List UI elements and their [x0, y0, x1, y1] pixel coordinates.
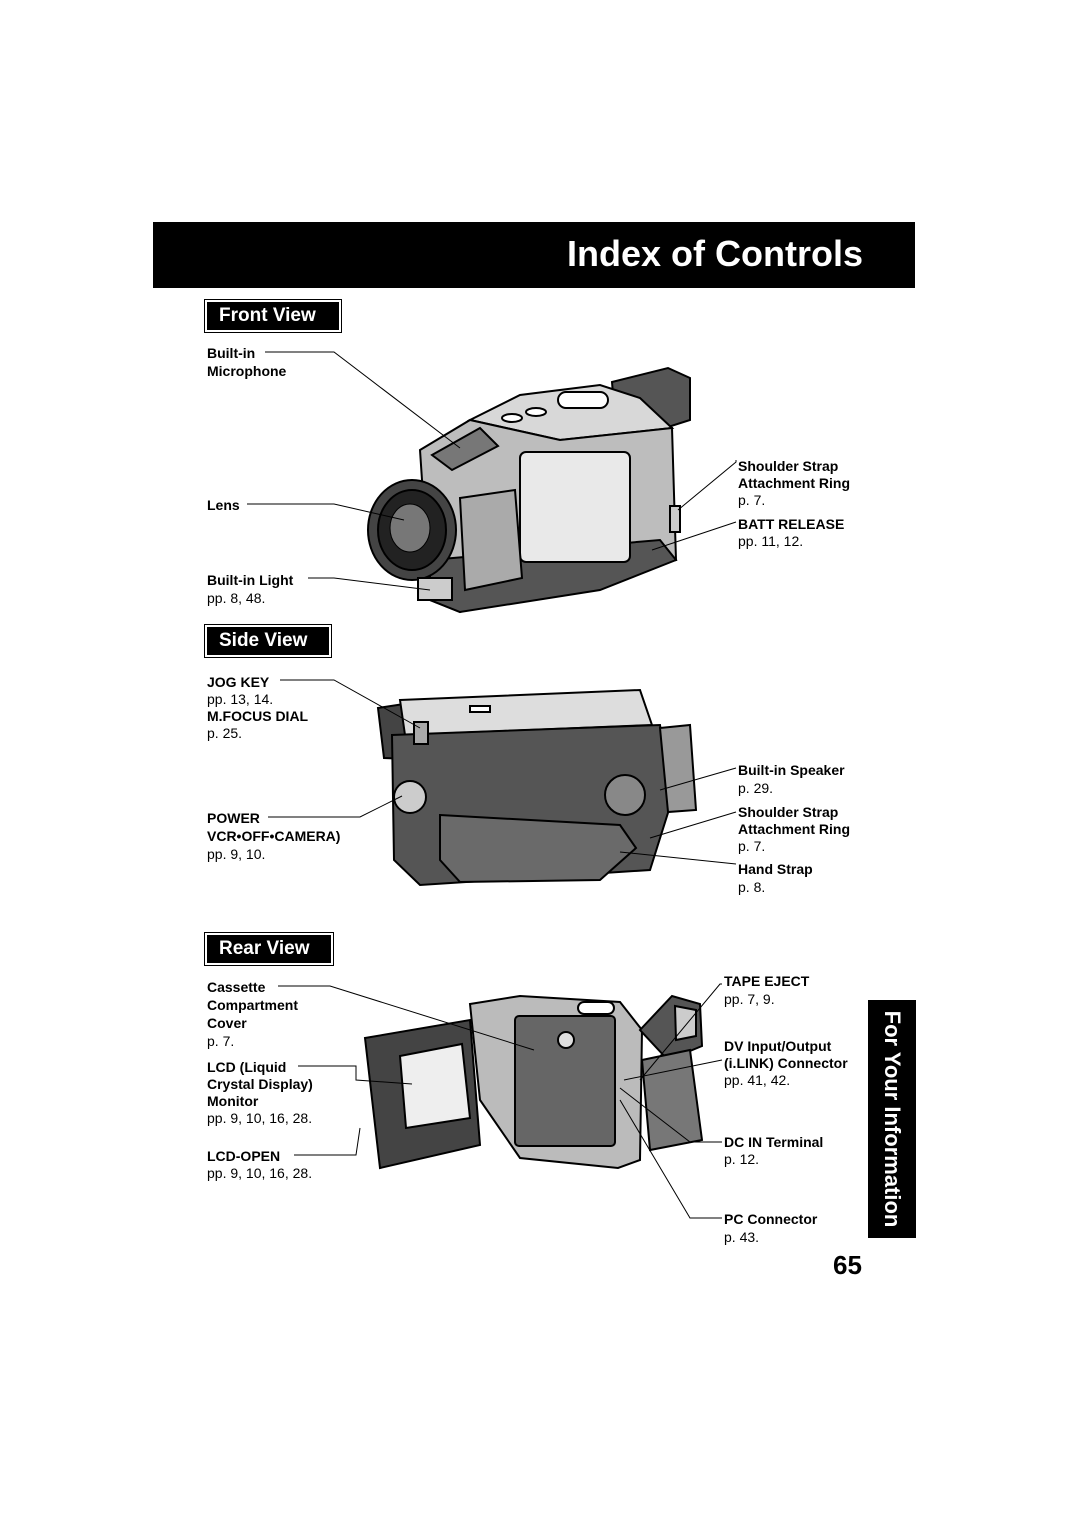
label-side-shoulder-strap-2: Attachment Ring	[738, 821, 850, 837]
side-leader-lines	[268, 679, 737, 865]
label-lcd-2: Crystal Display)	[207, 1076, 313, 1092]
label-tape-eject-pages: pp. 7, 9.	[724, 991, 775, 1007]
label-builtin-mic: Built-in	[207, 345, 256, 361]
label-dv-io: DV Input/Output	[724, 1038, 832, 1054]
section-front-view: Front View	[204, 299, 342, 333]
label-builtin-speaker-pages: p. 29.	[738, 780, 774, 796]
side-tab: For Your Information	[868, 1000, 916, 1238]
page-title: Index of Controls	[567, 233, 863, 274]
label-jog-key: JOG KEY	[207, 674, 270, 690]
label-lens: Lens	[207, 497, 240, 513]
label-pc-connector: PC Connector	[724, 1211, 818, 1227]
label-lcd-3: Monitor	[207, 1093, 259, 1109]
label-cassette: Cassette	[207, 979, 266, 995]
label-mfocus-dial-pages: p. 25.	[207, 725, 243, 741]
label-mfocus-dial: M.FOCUS DIAL	[207, 708, 309, 724]
label-lcd-pages: pp. 9, 10, 16, 28.	[207, 1110, 313, 1126]
label-builtin-light-pages: pp. 8, 48.	[207, 590, 266, 606]
label-hand-strap: Hand Strap	[738, 861, 813, 877]
front-camera-illustration	[367, 366, 691, 614]
label-lcd: LCD (Liquid	[207, 1059, 287, 1075]
front-leader-lines	[247, 351, 737, 591]
label-jog-key-pages: pp. 13, 14.	[207, 691, 274, 707]
label-builtin-speaker: Built-in Speaker	[738, 762, 845, 778]
label-cassette-3: Cover	[207, 1015, 247, 1031]
label-cassette-pages: p. 7.	[207, 1033, 235, 1049]
label-dv-io-pages: pp. 41, 42.	[724, 1072, 791, 1088]
label-hand-strap-pages: p. 8.	[738, 879, 766, 895]
rear-camera-illustration	[363, 994, 704, 1170]
label-dc-in: DC IN Terminal	[724, 1134, 824, 1150]
label-power: POWER	[207, 810, 260, 826]
section-side-view: Side View	[204, 624, 332, 658]
label-side-shoulder-strap: Shoulder Strap	[738, 804, 839, 820]
label-side-shoulder-strap-pages: p. 7.	[738, 838, 766, 854]
label-lcd-open-pages: pp. 9, 10, 16, 28.	[207, 1165, 313, 1181]
label-builtin-light: Built-in Light	[207, 572, 294, 588]
page-number: 65	[833, 1250, 862, 1280]
label-dv-io-2: (i.LINK) Connector	[724, 1055, 848, 1071]
label-builtin-mic-2: Microphone	[207, 363, 287, 379]
label-power-pages: pp. 9, 10.	[207, 846, 266, 862]
side-camera-illustration	[376, 688, 698, 887]
label-cassette-2: Compartment	[207, 997, 299, 1013]
section-rear-view: Rear View	[204, 932, 334, 966]
rear-leader-lines	[278, 983, 723, 1219]
label-shoulder-strap-2: Attachment Ring	[738, 475, 850, 491]
label-dc-in-pages: p. 12.	[724, 1151, 760, 1167]
label-batt-release: BATT RELEASE	[738, 516, 845, 532]
label-shoulder-strap: Shoulder Strap	[738, 458, 839, 474]
label-lcd-open: LCD-OPEN	[207, 1148, 281, 1164]
label-batt-release-pages: pp. 11, 12.	[738, 533, 804, 549]
label-shoulder-strap-pages: p. 7.	[738, 492, 766, 508]
label-pc-connector-pages: p. 43.	[724, 1229, 760, 1245]
label-tape-eject: TAPE EJECT	[724, 973, 810, 989]
label-power-2: VCR•OFF•CAMERA)	[207, 828, 341, 844]
title-banner: Index of Controls	[153, 222, 915, 288]
